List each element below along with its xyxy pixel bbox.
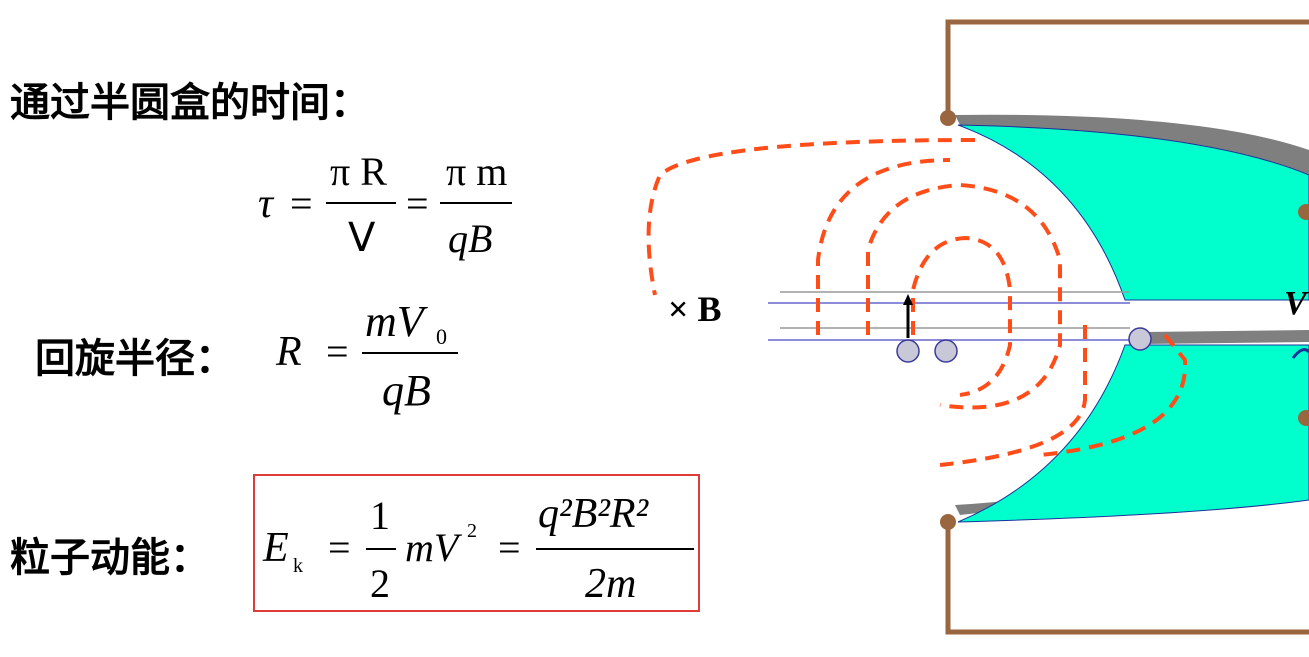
particle-path-ring-3 xyxy=(911,235,1012,397)
particle-path-ring-4 xyxy=(939,325,1087,467)
terminal-dot xyxy=(1298,204,1309,220)
fraction-bar xyxy=(440,202,512,204)
fraction-bar xyxy=(536,548,694,550)
particle-path-ring-2 xyxy=(866,182,1062,410)
denominator-2m: 2m xyxy=(585,561,637,607)
arrow-head xyxy=(903,294,913,305)
field-label: × B xyxy=(668,289,722,329)
numerator-mv: mV xyxy=(365,297,424,346)
particle xyxy=(934,339,958,363)
equals-sign: = xyxy=(290,181,313,226)
dee-rim-upper xyxy=(955,114,1309,175)
time-title: 通过半圆盒的时间： xyxy=(10,80,370,126)
mv-superscript: 2 xyxy=(467,520,477,542)
energy-formula-box xyxy=(253,474,700,612)
fraction-bar xyxy=(366,548,396,550)
wire-frame-bottom xyxy=(945,522,1309,635)
denominator-qb: qB xyxy=(382,366,431,415)
numerator-pi-r: π R xyxy=(330,149,387,194)
particle-path-ring-5 xyxy=(1039,333,1188,457)
voltage-label: V xyxy=(1284,285,1307,322)
e-symbol: E xyxy=(263,525,289,571)
terminal-dot xyxy=(940,110,956,126)
numerator-pi-m: π m xyxy=(446,149,508,194)
equals-sign: = xyxy=(406,181,429,226)
equals-sign: = xyxy=(326,329,349,374)
particle-path-ring-1 xyxy=(816,158,951,335)
terminal-dot xyxy=(940,514,956,530)
terminal-dot xyxy=(1298,410,1309,426)
e-subscript: k xyxy=(293,555,303,577)
particle xyxy=(896,339,920,363)
particle xyxy=(1128,327,1152,351)
equals-sign: = xyxy=(328,525,351,570)
energy-title: 粒子动能： xyxy=(10,535,210,581)
denominator-v: V xyxy=(348,215,376,261)
ac-source-wave-icon xyxy=(1291,348,1309,359)
dee-upper xyxy=(957,124,1309,301)
mv-term: mV xyxy=(405,525,459,570)
numerator-q2b2r2: q²B²R² xyxy=(538,491,649,537)
r-symbol: R xyxy=(276,329,302,375)
denominator-qb: qB xyxy=(448,216,493,261)
numerator-subscript: 0 xyxy=(436,324,447,349)
equals-sign: = xyxy=(498,525,521,570)
fraction-bar xyxy=(362,352,458,354)
half-numerator: 1 xyxy=(370,493,390,538)
fraction-bar xyxy=(326,202,396,204)
gap-plate xyxy=(1140,330,1309,344)
radius-title: 回旋半径： xyxy=(35,336,235,382)
tau-symbol: τ xyxy=(258,181,274,227)
particle-path-outer xyxy=(646,138,976,296)
wire-frame-top xyxy=(945,19,1309,118)
half-denominator: 2 xyxy=(370,561,390,606)
